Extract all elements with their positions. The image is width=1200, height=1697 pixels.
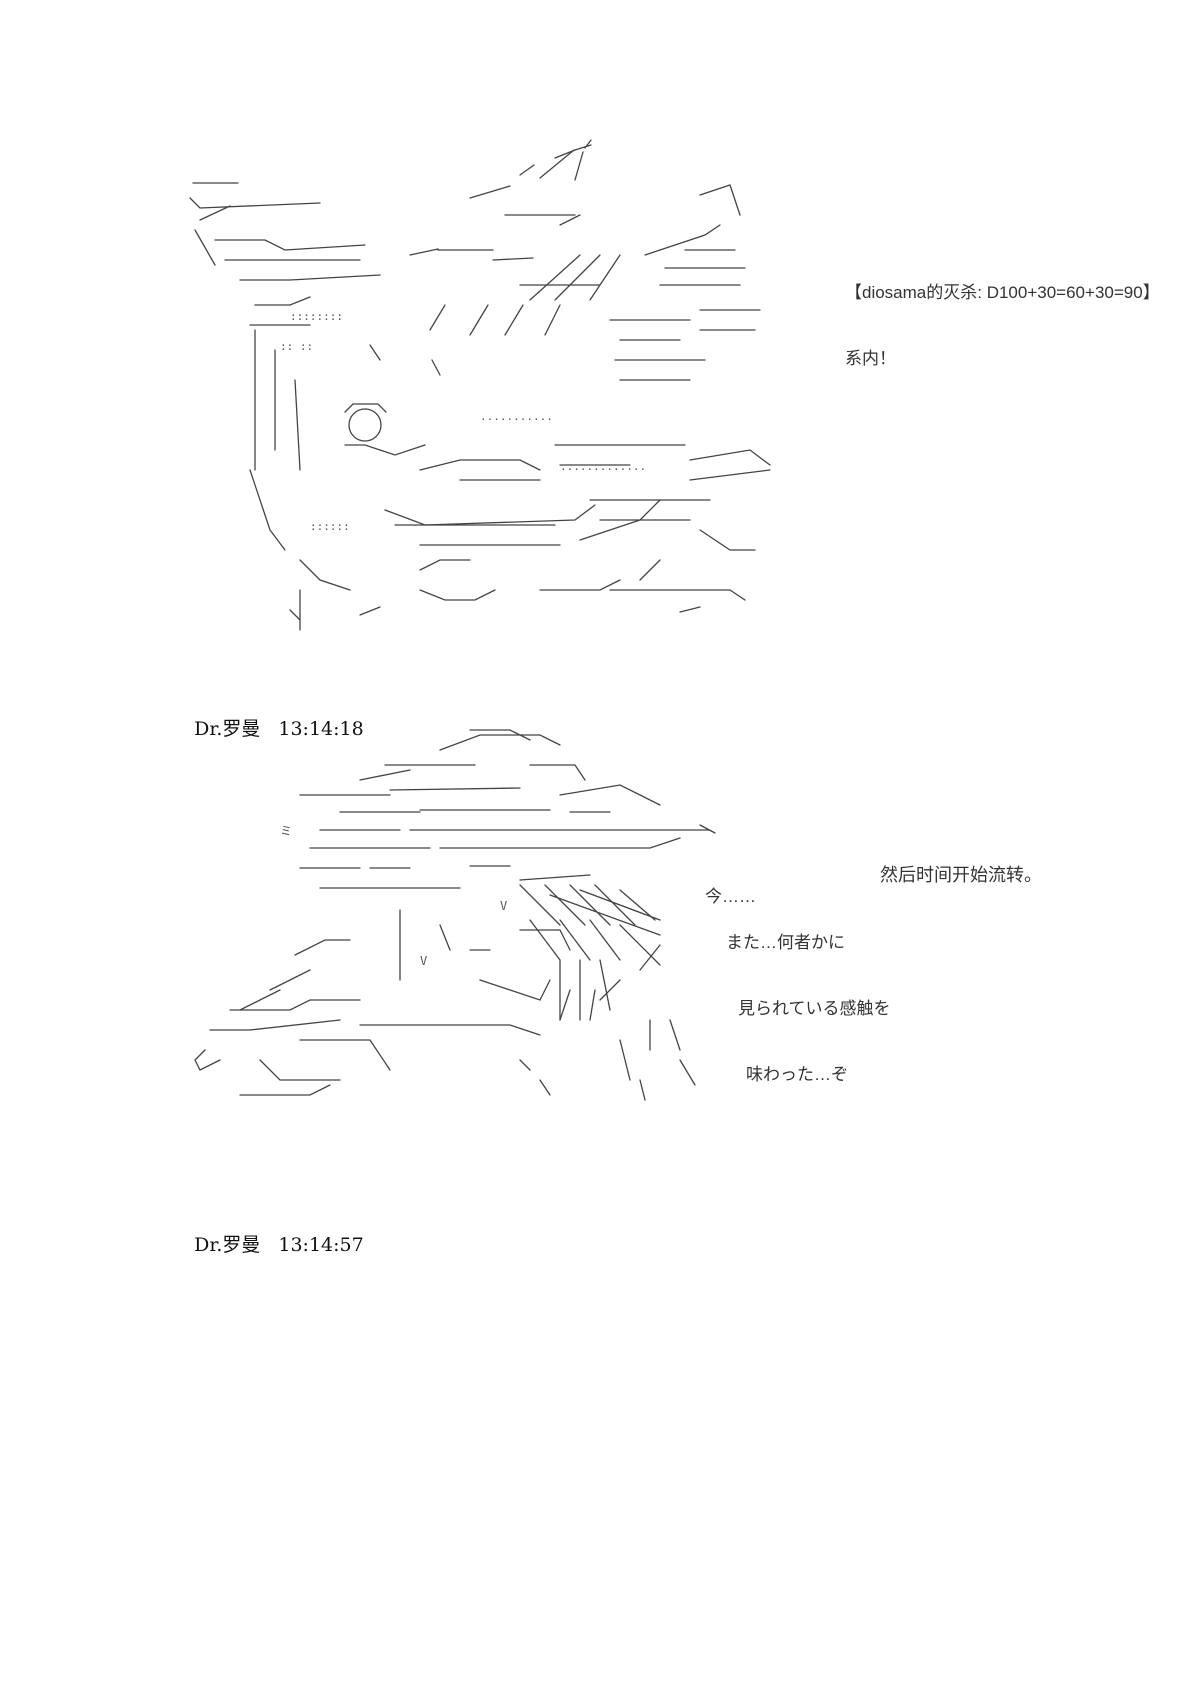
dice-roll-caption: 【diosama的灭杀: D100+30=60+30=90】 系内！	[845, 238, 1160, 392]
figure-art: ミ V V	[194, 729, 716, 1101]
ascii-art-figure-panel: ミ V V	[0, 720, 1200, 1160]
dice-roll-result: 系内！	[845, 349, 896, 368]
narration-text: 然后时间开始流转。	[880, 865, 1042, 885]
timestamp-time: 13:14:57	[278, 1234, 364, 1256]
speaker-name: Dr.罗曼	[194, 1234, 261, 1256]
speaker-name: Dr.罗曼	[194, 718, 261, 740]
cat-face-art: :::::::: :: :: ........... .............…	[189, 139, 771, 631]
svg-text::: ::: :: ::	[280, 340, 313, 353]
dialog-line-2: 見られている感触を	[738, 999, 891, 1018]
svg-text:.............: .............	[560, 460, 646, 473]
narration-caption: 然后时间开始流转。	[880, 820, 1042, 908]
svg-text:::::::::: ::::::::	[290, 310, 343, 323]
dialog-line-3: 味わった…ぞ	[746, 1065, 848, 1084]
dialog-now: 今……	[705, 842, 756, 930]
timestamp-row-1: Dr.罗曼 13:14:18	[182, 692, 382, 741]
ascii-art-cat-panel: :::::::: :: :: ........... .............…	[0, 0, 1200, 700]
dialog-now-text: 今……	[705, 887, 756, 906]
svg-text:V: V	[500, 899, 507, 913]
dialog-line-1: また…何者かに	[726, 933, 845, 952]
timestamp-time: 13:14:18	[278, 718, 364, 740]
svg-text:...........: ...........	[480, 410, 553, 423]
dialog-caption: また…何者かに 見られている感触を 味わった…ぞ	[726, 888, 891, 1108]
svg-text:ミ: ミ	[280, 824, 292, 838]
svg-text:V: V	[420, 954, 427, 968]
svg-text:::::::: ::::::	[310, 520, 350, 533]
dice-roll-text: 【diosama的灭杀: D100+30=60+30=90】	[845, 283, 1160, 302]
timestamp-row-2: Dr.罗曼 13:14:57	[182, 1208, 382, 1257]
